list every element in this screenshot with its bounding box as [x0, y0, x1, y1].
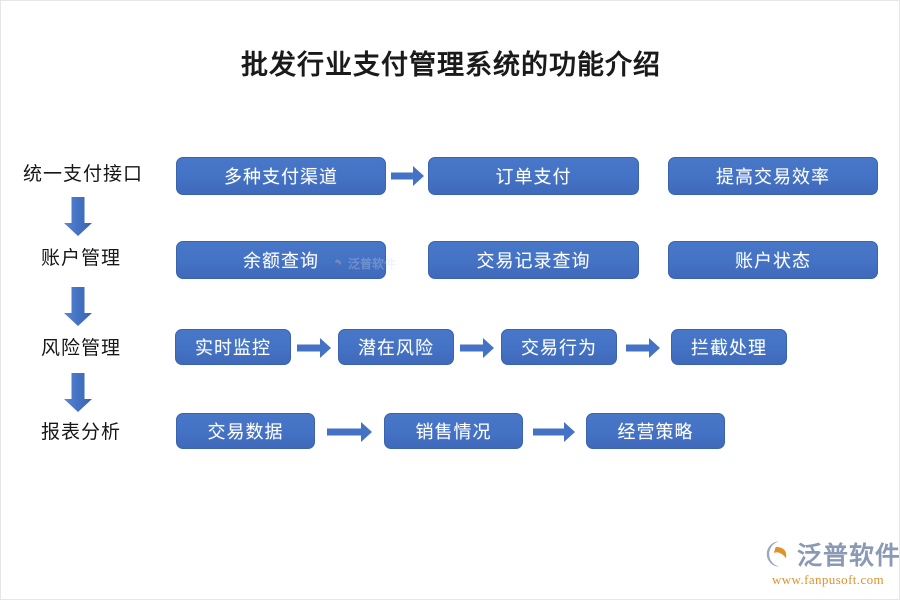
- flow-right-arrow-icon-1-1: [391, 165, 424, 187]
- brand-name: 泛普软件: [797, 542, 900, 570]
- stage-down-arrow-icon-2: [63, 287, 93, 327]
- process-node[interactable]: 多种支付渠道: [176, 157, 386, 195]
- stage-label-2: 账户管理: [41, 248, 122, 269]
- brand-row: 泛普软件: [763, 537, 899, 571]
- process-node[interactable]: 交易数据: [176, 413, 315, 449]
- flow-right-arrow-icon-4-1: [327, 421, 372, 443]
- flow-right-arrow-icon-4-2: [533, 421, 575, 443]
- process-node[interactable]: 提高交易效率: [668, 157, 878, 195]
- process-node[interactable]: 订单支付: [428, 157, 639, 195]
- process-node[interactable]: 销售情况: [384, 413, 523, 449]
- process-node[interactable]: 潜在风险: [338, 329, 454, 365]
- stage-down-arrow-icon-1: [63, 197, 93, 237]
- page-title: 批发行业支付管理系统的功能介绍: [241, 50, 661, 80]
- stage-label-1: 统一支付接口: [23, 164, 144, 185]
- process-node[interactable]: 交易行为: [501, 329, 617, 365]
- process-node[interactable]: 实时监控: [175, 329, 291, 365]
- flow-right-arrow-icon-3-2: [460, 337, 494, 359]
- flow-right-arrow-icon-3-1: [297, 337, 331, 359]
- process-node[interactable]: 账户状态: [668, 241, 878, 279]
- flow-right-arrow-icon-3-3: [626, 337, 660, 359]
- stage-down-arrow-icon-3: [63, 373, 93, 413]
- brand-url: www.fanpusoft.com: [771, 572, 885, 587]
- process-node[interactable]: 经营策略: [586, 413, 725, 449]
- stage-label-4: 报表分析: [41, 422, 122, 443]
- stage-label-3: 风险管理: [41, 338, 122, 359]
- process-node[interactable]: 交易记录查询: [428, 241, 639, 279]
- brand-logo: 泛普软件 www.fanpusoft.com: [763, 537, 899, 593]
- process-node[interactable]: 拦截处理: [671, 329, 787, 365]
- brand-swoosh-icon: [766, 541, 787, 567]
- process-node[interactable]: 余额查询: [176, 241, 386, 279]
